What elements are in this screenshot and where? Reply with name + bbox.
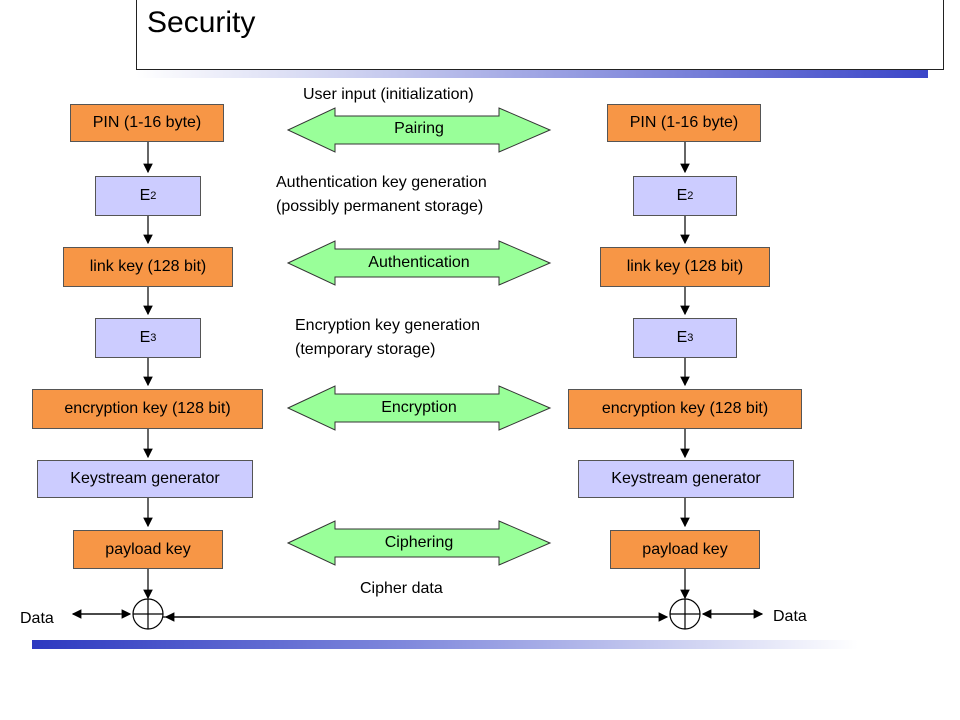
left-payload-key-label: payload key <box>105 540 191 558</box>
left-pin-box: PIN (1-16 byte) <box>70 104 224 142</box>
bottom-gradient-bar <box>32 640 858 649</box>
right-e3-subscript: 3 <box>687 332 694 344</box>
page-title: Security <box>147 6 256 39</box>
encryption-arrow <box>286 385 552 431</box>
right-payload-key-label: payload key <box>642 540 728 558</box>
right-keystream-label: Keystream generator <box>611 470 761 487</box>
auth-key-generation-line1: Authentication key generation <box>276 174 487 191</box>
left-link-key-label: link key (128 bit) <box>89 258 207 275</box>
auth-key-generation-line2: (possibly permanent storage) <box>276 198 484 215</box>
pairing-label: Pairing <box>394 120 444 137</box>
cipher-data-label: Cipher data <box>360 580 443 597</box>
left-e2-subscript: 2 <box>150 190 157 202</box>
ciphering-arrow <box>286 520 552 566</box>
right-pin-box: PIN (1-16 byte) <box>607 104 761 142</box>
right-link-key-label: link key (128 bit) <box>626 258 744 275</box>
left-encryption-key-label: encryption key (128 bit) <box>64 400 231 417</box>
right-pin-label: PIN (1-16 byte) <box>629 114 739 131</box>
right-e2-subscript: 2 <box>687 190 694 202</box>
user-input-label: User input (initialization) <box>303 86 474 103</box>
left-keystream-label: Keystream generator <box>70 470 220 487</box>
authentication-arrow <box>286 240 552 286</box>
left-encryption-key-box: encryption key (128 bit) <box>32 389 263 429</box>
xor-symbols <box>132 598 701 630</box>
left-e2-label: E <box>139 187 151 204</box>
right-e2-label: E <box>676 187 688 204</box>
right-keystream-box: Keystream generator <box>578 460 794 498</box>
right-data-label: Data <box>773 608 807 625</box>
left-data-label: Data <box>20 610 54 627</box>
enc-key-generation-line2: (temporary storage) <box>295 341 436 358</box>
left-payload-key-box: payload key <box>73 530 223 569</box>
encryption-label: Encryption <box>381 399 457 416</box>
left-e3-subscript: 3 <box>150 332 157 344</box>
right-e3-label: E <box>676 329 688 346</box>
left-keystream-box: Keystream generator <box>37 460 253 498</box>
pairing-arrow <box>286 107 552 153</box>
green-arrows <box>286 107 552 566</box>
title-gradient-bar <box>136 70 928 78</box>
enc-key-generation-line1: Encryption key generation <box>295 317 480 334</box>
ciphering-label: Ciphering <box>384 534 454 551</box>
left-pin-label: PIN (1-16 byte) <box>92 114 202 131</box>
title-box: Security <box>136 0 944 70</box>
left-e3-label: E <box>139 329 151 346</box>
right-payload-key-box: payload key <box>610 530 760 569</box>
right-encryption-key-label: encryption key (128 bit) <box>601 400 769 417</box>
authentication-label: Authentication <box>368 254 470 271</box>
right-link-key-box: link key (128 bit) <box>600 247 770 287</box>
left-link-key-box: link key (128 bit) <box>63 247 233 287</box>
right-encryption-key-box: encryption key (128 bit) <box>568 389 802 429</box>
data-arrows <box>71 609 764 622</box>
